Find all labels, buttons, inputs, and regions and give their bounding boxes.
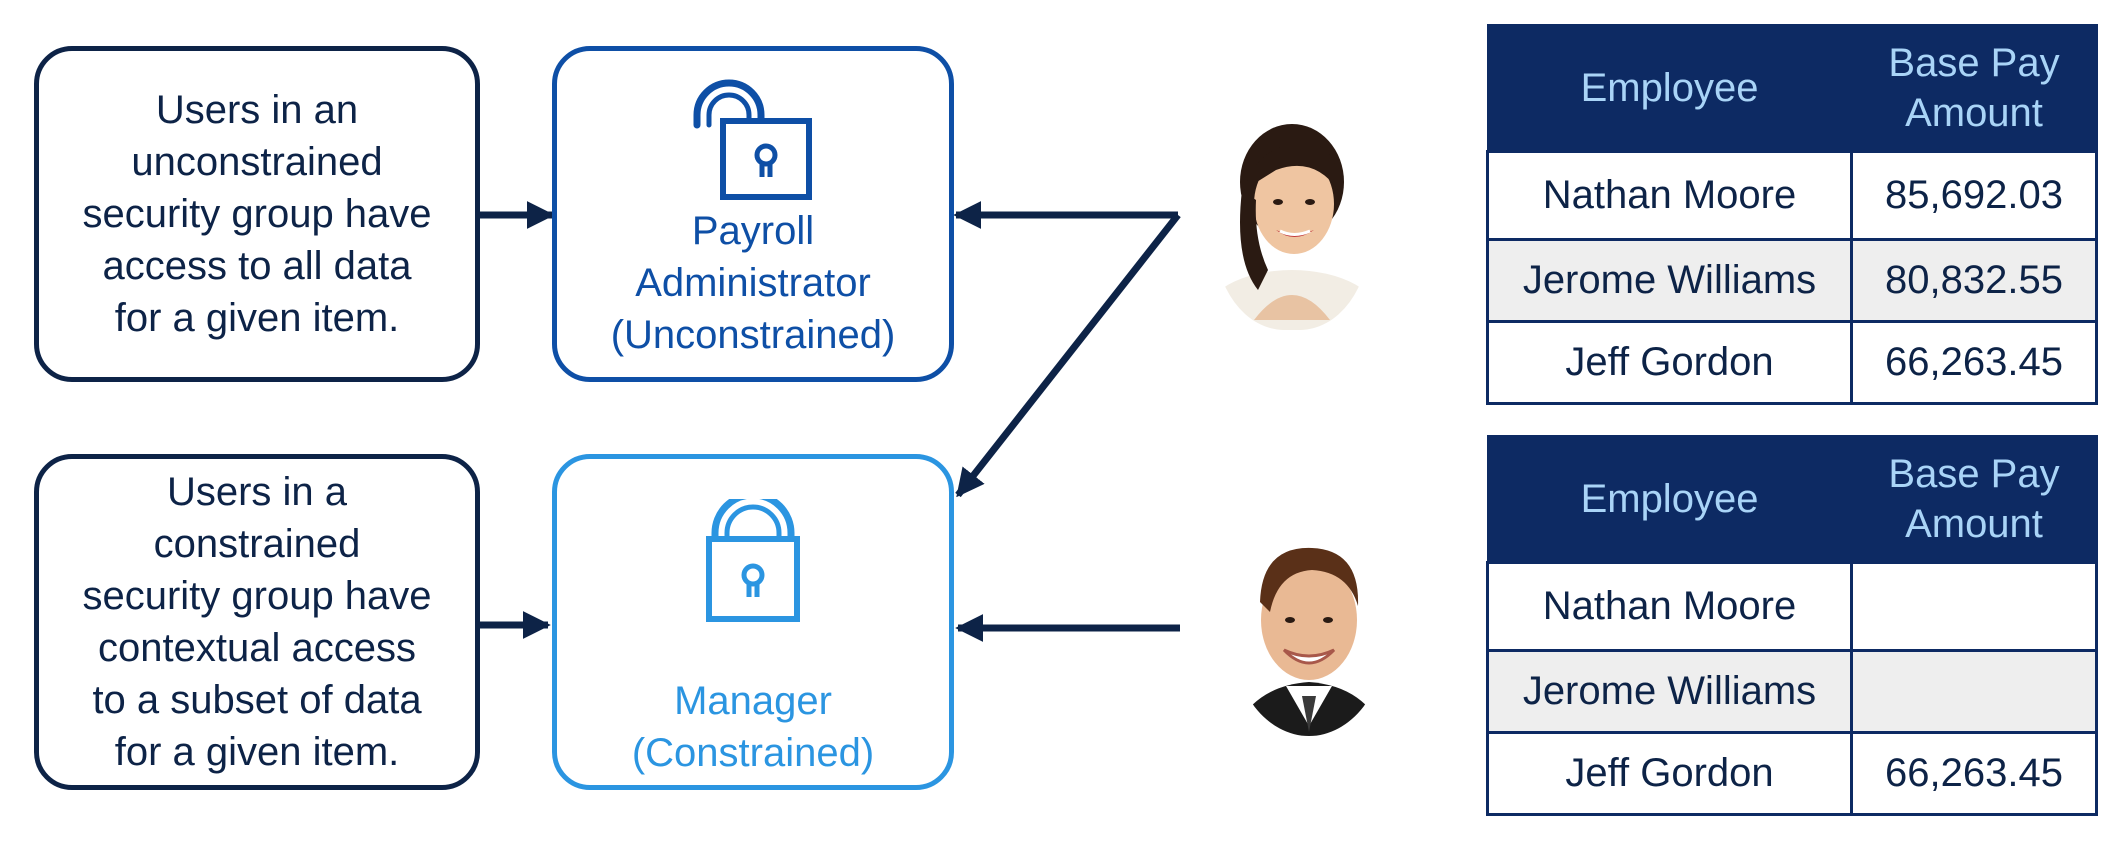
role-title: Manager xyxy=(674,679,832,723)
pay-cell: 66,263.45 xyxy=(1850,730,2098,816)
description-line: security group have xyxy=(82,192,432,236)
description-line: Users in an xyxy=(155,88,359,132)
description-line: unconstrained xyxy=(131,140,383,184)
role-title: (Constrained) xyxy=(631,731,875,775)
role-title: Payroll xyxy=(691,209,815,253)
pay-cell: 80,832.55 xyxy=(1850,237,2098,323)
payroll-administrator-box: Payroll Administrator (Unconstrained) xyxy=(552,46,954,382)
unconstrained-description-box: Users in an unconstrained security group… xyxy=(34,46,480,382)
pay-cell xyxy=(1850,560,2098,652)
role-title: Administrator xyxy=(635,261,871,305)
column-header: Employee xyxy=(1486,435,1853,563)
table-row: Nathan Moore xyxy=(1486,560,2098,652)
table-header-row: Employee Base Pay Amount xyxy=(1486,435,2098,563)
employee-cell: Jerome Williams xyxy=(1486,237,1853,323)
column-header: Base Pay Amount xyxy=(1850,24,2098,152)
employee-cell: Nathan Moore xyxy=(1486,560,1853,652)
pay-cell xyxy=(1850,648,2098,734)
woman-avatar xyxy=(1214,120,1370,330)
unlocked-padlock-icon xyxy=(693,79,812,200)
role-title: (Unconstrained) xyxy=(610,313,896,357)
locked-padlock-icon xyxy=(706,499,800,622)
column-header: Base Pay Amount xyxy=(1850,435,2098,563)
table-row: Jeff Gordon 66,263.45 xyxy=(1486,730,2098,816)
table-row: Jeff Gordon 66,263.45 xyxy=(1486,319,2098,405)
table-row: Jerome Williams 80,832.55 xyxy=(1486,237,2098,323)
employee-cell: Jerome Williams xyxy=(1486,648,1853,734)
constrained-description-box: Users in a constrained security group ha… xyxy=(34,454,480,790)
employee-cell: Jeff Gordon xyxy=(1486,730,1853,816)
description-line: constrained xyxy=(153,522,361,566)
employee-cell: Nathan Moore xyxy=(1486,149,1853,241)
description-line: access to all data xyxy=(102,244,412,288)
description-line: to a subset of data xyxy=(92,678,422,722)
manager-box: Manager (Constrained) xyxy=(552,454,954,790)
arrow-woman-to-manager xyxy=(955,212,1181,498)
pay-cell: 85,692.03 xyxy=(1850,149,2098,241)
column-header: Employee xyxy=(1486,24,1853,152)
description-line: contextual access xyxy=(98,626,416,670)
description-line: for a given item. xyxy=(114,730,400,774)
man-avatar xyxy=(1232,536,1386,736)
admin-pay-table: Employee Base Pay Amount Nathan Moore 85… xyxy=(1486,24,2098,405)
description-line: Users in a xyxy=(166,470,348,514)
table-header-row: Employee Base Pay Amount xyxy=(1486,24,2098,152)
employee-cell: Jeff Gordon xyxy=(1486,319,1853,405)
manager-pay-table: Employee Base Pay Amount Nathan Moore Je… xyxy=(1486,435,2098,816)
pay-cell: 66,263.45 xyxy=(1850,319,2098,405)
description-line: for a given item. xyxy=(114,296,400,340)
description-line: security group have xyxy=(82,574,432,618)
table-row: Nathan Moore 85,692.03 xyxy=(1486,149,2098,241)
table-row: Jerome Williams xyxy=(1486,648,2098,734)
